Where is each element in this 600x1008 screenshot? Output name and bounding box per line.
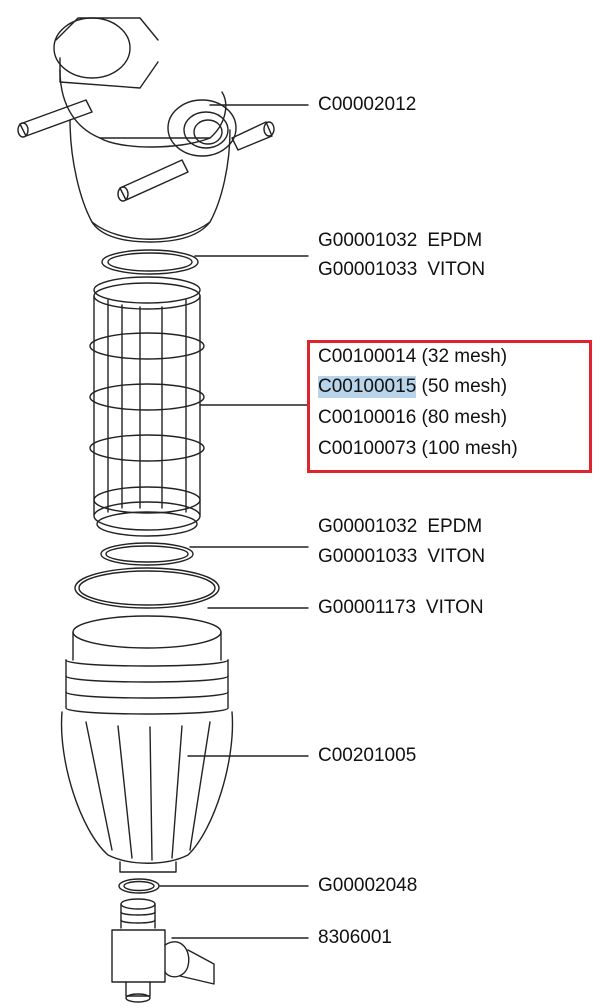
lower-gasket-viton-label: G00001033 VITON [318, 546, 485, 568]
part-code: 8306001 [318, 927, 392, 948]
drain-valve-drawing [111, 898, 309, 1003]
drain-oring-label: G00002048 [318, 875, 417, 897]
lower-gasket-drawing [100, 542, 309, 566]
upper-gasket-viton-label: G00001033 VITON [318, 259, 485, 281]
screen-cartridge-drawing [89, 276, 309, 537]
bowl-label: C00201005 [318, 745, 416, 767]
screen-50-mesh-label: C00100015 (50 mesh) [318, 376, 507, 398]
drain-valve-label: 8306001 [318, 927, 392, 949]
part-code: G00001033 [318, 546, 418, 567]
part-material: EPDM [427, 516, 483, 537]
filter-head-drawing [17, 17, 309, 243]
lower-gasket-epdm-label: G00001032 EPDM [318, 516, 482, 538]
part-material: VITON [427, 546, 486, 567]
bowl-drawing [60, 615, 309, 873]
part-code: C00100016 [318, 407, 417, 428]
upper-gasket-drawing [101, 249, 309, 275]
part-code: G00001173 [318, 597, 416, 618]
screen-80-mesh-label: C00100016 (80 mesh) [318, 407, 507, 429]
part-code: G00001032 [318, 230, 418, 251]
part-code: C00002012 [318, 94, 417, 115]
part-code: G00002048 [318, 875, 418, 896]
mesh-size: (50 mesh) [421, 376, 508, 397]
part-material: VITON [425, 597, 484, 618]
part-material: VITON [427, 259, 486, 280]
bowl-oring-drawing [74, 567, 309, 609]
part-material: EPDM [427, 230, 483, 251]
screen-options-highlight-box [307, 340, 592, 473]
screen-100-mesh-label: C00100073 (100 mesh) [318, 438, 518, 460]
mesh-size: (32 mesh) [421, 346, 508, 367]
mesh-size: (100 mesh) [421, 438, 518, 459]
part-code: G00001032 [318, 516, 418, 537]
upper-gasket-epdm-label: G00001032 EPDM [318, 230, 482, 252]
mesh-size: (80 mesh) [421, 407, 508, 428]
part-code: G00001033 [318, 259, 418, 280]
part-code: C00100014 [318, 346, 417, 367]
selected-part-code[interactable]: C00100015 [318, 376, 417, 398]
drain-oring-drawing [118, 878, 309, 894]
head-part-label: C00002012 [318, 94, 416, 116]
bowl-oring-label: G00001173 VITON [318, 597, 484, 619]
part-code: C00100073 [318, 438, 417, 459]
part-code: C00201005 [318, 745, 417, 766]
screen-32-mesh-label: C00100014 (32 mesh) [318, 346, 507, 368]
